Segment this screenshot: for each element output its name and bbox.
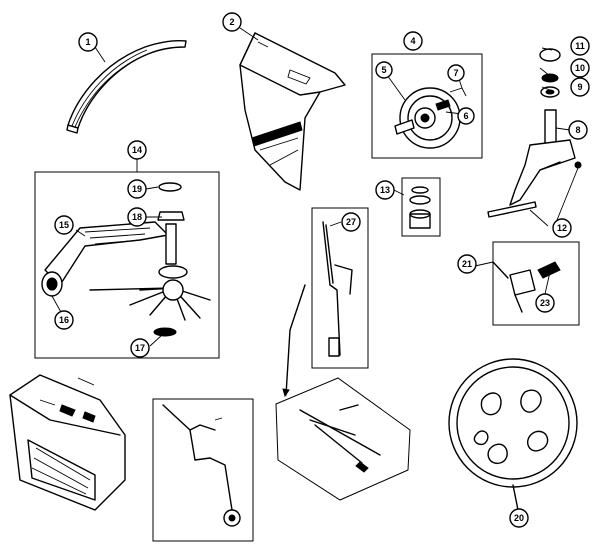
callout-1-label: 1 <box>85 37 90 47</box>
callout-7: 7 <box>447 64 465 82</box>
callout-23-label: 23 <box>540 298 550 308</box>
front-shroud <box>9 374 126 511</box>
pedal-crank-box <box>492 241 580 326</box>
flywheel-assembly-box <box>34 171 220 359</box>
callout-6-label: 6 <box>463 111 468 121</box>
callout-18: 18 <box>127 207 147 227</box>
callout-16: 16 <box>54 310 74 330</box>
callout-17: 17 <box>130 338 150 358</box>
callout-19: 19 <box>127 179 147 199</box>
callout-18-label: 18 <box>132 212 142 222</box>
callout-12-label: 12 <box>557 223 567 233</box>
callout-6: 6 <box>457 107 475 125</box>
callout-5-label: 5 <box>381 65 386 75</box>
front-fork-assembly <box>487 48 582 218</box>
callout-2-label: 2 <box>229 17 234 27</box>
callout-21-label: 21 <box>462 259 472 269</box>
callout-8: 8 <box>568 120 588 140</box>
callout-9: 9 <box>570 77 590 97</box>
callout-27-label: 27 <box>346 217 356 227</box>
wheel-cover <box>448 358 578 511</box>
callout-21: 21 <box>457 254 477 274</box>
shift-lever-box <box>152 398 254 542</box>
belt-guard <box>239 32 346 191</box>
callout-13: 13 <box>375 180 395 200</box>
callout-27: 27 <box>341 212 361 232</box>
callout-7-label: 7 <box>453 68 458 78</box>
callout-19-label: 19 <box>132 184 142 194</box>
callout-1: 1 <box>78 32 98 52</box>
callout-10-label: 10 <box>575 63 585 73</box>
callout-4: 4 <box>403 31 423 51</box>
callout-20: 20 <box>509 508 529 528</box>
rod-linkage-box <box>275 377 411 501</box>
callout-20-label: 20 <box>514 513 524 523</box>
callout-14: 14 <box>127 140 147 160</box>
callout-4-label: 4 <box>410 36 415 46</box>
callout-11: 11 <box>570 36 590 56</box>
leader-lines <box>51 27 579 347</box>
callout-23: 23 <box>535 293 555 313</box>
callout-9-label: 9 <box>577 82 582 92</box>
callout-12: 12 <box>552 218 572 238</box>
callout-14-label: 14 <box>132 145 142 155</box>
drive-belt <box>66 40 187 134</box>
callout-11-label: 11 <box>575 41 585 51</box>
bushing-set <box>401 177 441 237</box>
callout-8-label: 8 <box>575 125 580 135</box>
handle-linkage-box <box>282 207 369 398</box>
callout-13-label: 13 <box>380 185 390 195</box>
callout-2: 2 <box>222 12 242 32</box>
callout-15-label: 15 <box>59 220 69 230</box>
callout-5: 5 <box>375 61 393 79</box>
callout-17-label: 17 <box>135 343 145 353</box>
callout-15: 15 <box>54 215 74 235</box>
callout-16-label: 16 <box>59 315 69 325</box>
callout-10: 10 <box>570 58 590 78</box>
